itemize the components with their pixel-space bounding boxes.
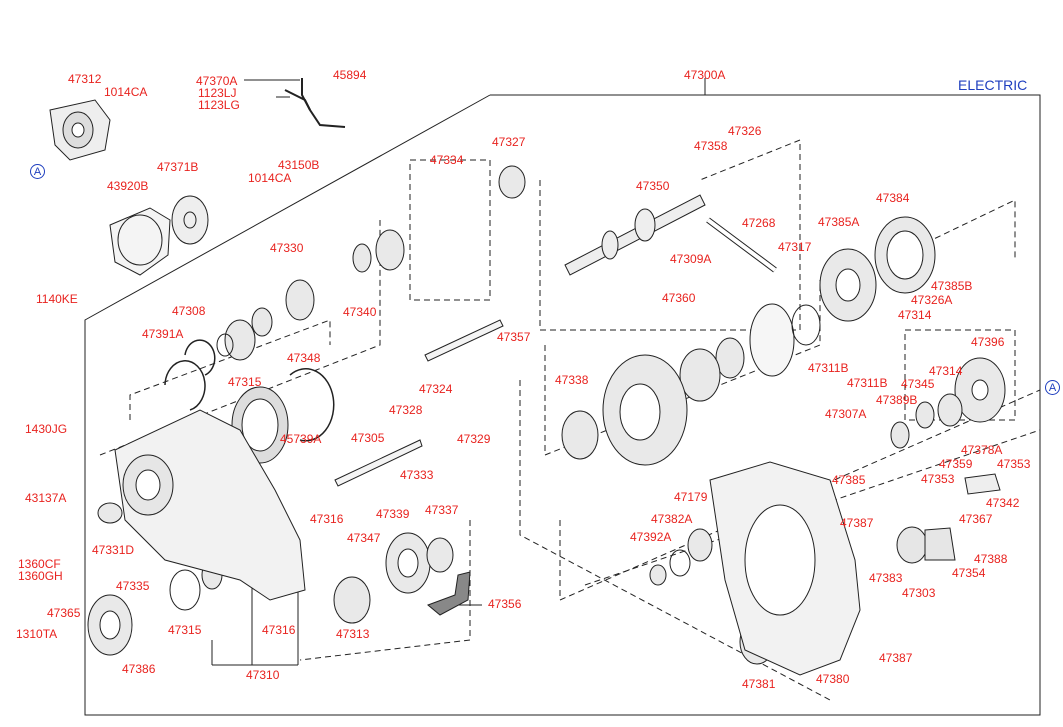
part-label: 47391A [142, 327, 184, 341]
part-label: 47385 [832, 473, 866, 487]
part-label: 47353 [997, 457, 1031, 471]
part-label: 47385A [818, 215, 860, 229]
part-label: 47387 [879, 651, 913, 665]
part-label: 1430JG [25, 422, 68, 436]
part-label: 1123LJ [198, 86, 237, 100]
part-label: 47303 [902, 586, 936, 600]
part-label: 47385B [931, 279, 973, 293]
part-label: 47371B [157, 160, 199, 174]
rear-case [709, 461, 861, 676]
part-label: 47179 [674, 490, 708, 504]
part-label: 47370A [196, 74, 238, 88]
part-label: 47338 [555, 373, 589, 387]
part-label: 47327 [492, 135, 526, 149]
part-label: 47389B [876, 393, 918, 407]
part-label: 47396 [971, 335, 1005, 349]
part-label: 47330 [270, 241, 304, 255]
part-label: 47334 [430, 153, 464, 167]
part-label: 47387 [840, 516, 874, 530]
part-label: 47339 [376, 507, 410, 521]
part-label: 47381 [742, 677, 776, 691]
part-label: 47310 [246, 668, 280, 682]
part-label: 47333 [400, 468, 434, 482]
part-label: 47317 [778, 240, 812, 254]
part-label: 47308 [172, 304, 206, 318]
part-label: 47312 [68, 72, 102, 86]
assembly-frame [84, 94, 1041, 716]
ref-a-left: A [30, 164, 45, 179]
part-label: 47342 [986, 496, 1020, 510]
part-label: 1140KE [36, 292, 78, 306]
main-shaft [564, 194, 706, 276]
part-label: 47300A [684, 68, 726, 82]
part-label: 47315 [168, 623, 202, 637]
part-label: 47326A [911, 293, 953, 307]
part-label: 47313 [336, 627, 370, 641]
ref-a-right: A [1045, 380, 1060, 395]
part-label: 47392A [630, 530, 672, 544]
part-label: 47357 [497, 330, 531, 344]
part-label: 47311B [847, 376, 888, 390]
part-label: 47307A [825, 407, 867, 421]
part-label: 47383 [869, 571, 903, 585]
part-label: 47356 [488, 597, 522, 611]
part-label: 1123LG [198, 98, 240, 112]
part-label: 47316 [310, 512, 344, 526]
part-label: 47311B [808, 361, 849, 375]
part-label: 47382A [651, 512, 693, 526]
part-label: 47380 [816, 672, 850, 686]
part-label: 43137A [25, 491, 67, 505]
part-label: 47353 [921, 472, 955, 486]
part-label: 47329 [457, 432, 491, 446]
part-label: 47347 [347, 531, 381, 545]
part-label: 43150B [278, 158, 320, 172]
part-label: 47314 [929, 364, 963, 378]
mount-bracket [49, 99, 111, 161]
part-label: 47340 [343, 305, 377, 319]
part-label: 1310TA [16, 627, 58, 641]
part-label: 47335 [116, 579, 150, 593]
part-label: 47354 [952, 566, 986, 580]
part-label: 47350 [636, 179, 670, 193]
part-label: 47309A [670, 252, 712, 266]
part-label: 47358 [694, 139, 728, 153]
part-label: 47348 [287, 351, 321, 365]
part-label: 47316 [262, 623, 296, 637]
part-label: 47337 [425, 503, 459, 517]
part-label: 47268 [742, 216, 776, 230]
part-label: 47378A [961, 443, 1003, 457]
part-label: 43920B [107, 179, 149, 193]
front-case [114, 409, 306, 601]
part-label: 47384 [876, 191, 910, 205]
part-label: 47328 [389, 403, 423, 417]
part-label: 47324 [419, 382, 453, 396]
part-label: 47326 [728, 124, 762, 138]
part-label: 45739A [280, 432, 322, 446]
part-label: 47365 [47, 606, 81, 620]
part-label: 47388 [974, 552, 1008, 566]
part-label: 47331D [92, 543, 135, 557]
part-label: 1360GH [18, 569, 63, 583]
part-label: 47315 [228, 375, 262, 389]
part-label: 47359 [939, 457, 973, 471]
part-label: 47367 [959, 512, 993, 526]
part-label: 47305 [351, 431, 385, 445]
part-label: 47360 [662, 291, 696, 305]
part-label: 47345 [901, 377, 935, 391]
part-label: 47386 [122, 662, 156, 676]
part-label: 1014CA [104, 85, 148, 99]
part-label: 45894 [333, 68, 367, 82]
part-label: 47314 [898, 308, 932, 322]
part-label: 1360CF [18, 557, 61, 571]
electric-heading: ELECTRIC [958, 77, 1028, 93]
part-label: 1014CA [248, 171, 292, 185]
